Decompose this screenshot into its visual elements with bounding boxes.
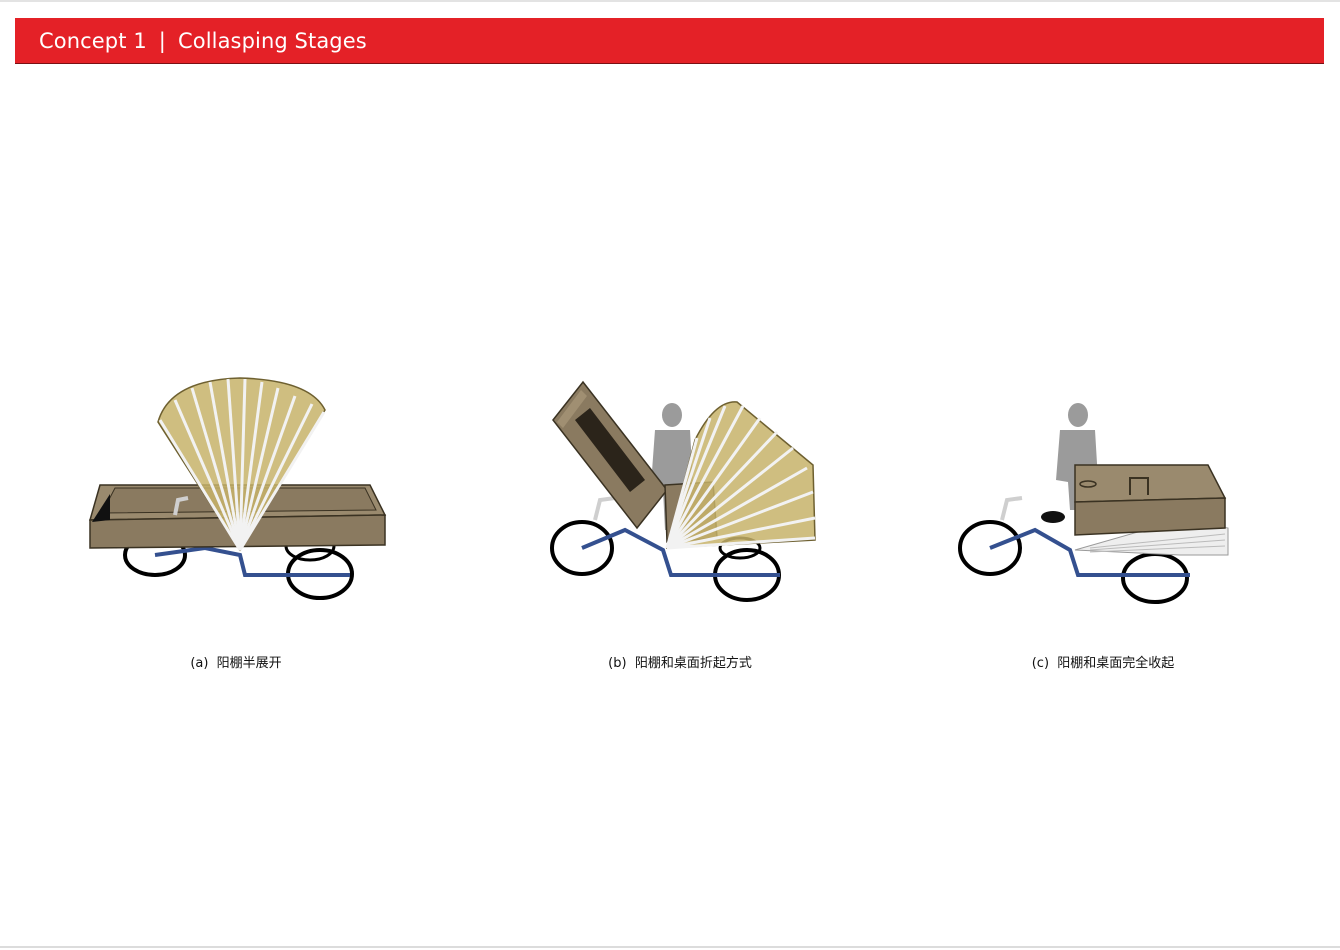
tricycle-folding-drawing <box>550 380 816 602</box>
page-title: Collasping Stages <box>177 28 367 53</box>
stage-a-illustration <box>80 370 410 610</box>
bottom-rule <box>0 946 1340 948</box>
top-rule <box>0 0 1340 2</box>
tricycle-collapsed-drawing <box>958 403 1229 604</box>
header-bar: Concept 1 | Collasping Stages <box>15 18 1324 64</box>
caption-stage-b: (b) 阳棚和桌面折起方式 <box>608 656 752 671</box>
concept-label: Concept 1 <box>39 28 147 53</box>
tricycle-half-open-drawing <box>89 377 387 600</box>
caption-stage-c: (c) 阳棚和桌面完全收起 <box>1031 656 1175 671</box>
caption-stage-a: (a) 阳棚半展开 <box>190 656 282 671</box>
stage-c-illustration <box>950 370 1250 610</box>
header-separator: | <box>158 28 166 53</box>
stage-b-illustration <box>545 370 825 610</box>
